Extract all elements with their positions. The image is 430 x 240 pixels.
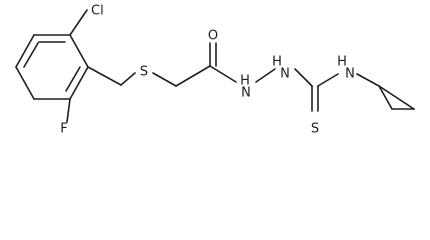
ch2-to-s-bond: [120, 72, 136, 86]
ring-bond-3: [69, 66, 89, 100]
amide-nitrogen-label: N: [241, 86, 251, 101]
thiocarbonyl-to-n-bond: [317, 73, 339, 87]
ring-bond-2: [69, 34, 89, 68]
fluorine-atom-label: F: [60, 122, 67, 137]
ring-bond-6: [15, 34, 35, 68]
n-to-cyclopropyl-bond: [356, 73, 380, 87]
thioamide-hydrogen-label: H: [337, 55, 347, 70]
s-to-ch2-bond: [152, 72, 177, 87]
carbonyl-to-n-bond: [209, 65, 237, 83]
n-to-thiocarbonyl-bond: [294, 68, 313, 87]
ring-inner-bond-3: [23, 42, 39, 68]
cyclopropyl-bond-1: [378, 85, 393, 110]
hydrazide-nitrogen-label: N: [280, 67, 290, 82]
chemical-structure-diagram: Cl F S O H N H N H N S: [15, 4, 415, 137]
chlorine-atom-label: Cl: [91, 4, 104, 19]
ch2-to-carbonyl-bond: [175, 65, 211, 87]
amide-hydrogen-label: H: [240, 74, 250, 89]
ring-inner-bond-2: [65, 66, 81, 92]
fluoro-bond: [66, 98, 71, 123]
benzyl-bond: [87, 66, 122, 86]
carbonyl-oxygen-label: O: [208, 29, 218, 44]
n-to-n-bond: [255, 68, 276, 83]
hydrazide-hydrogen-label: H: [272, 55, 282, 70]
cyclopropyl-bond-3: [378, 85, 415, 110]
thione-sulfur-label: S: [311, 122, 319, 137]
molecule-canvas: Cl F S O H N H N H N S: [15, 3, 415, 137]
ring-bond-5: [15, 66, 35, 100]
chloro-bond: [69, 9, 88, 36]
thioether-sulfur-label: S: [140, 65, 148, 80]
thioamide-nitrogen-label: N: [345, 67, 355, 82]
